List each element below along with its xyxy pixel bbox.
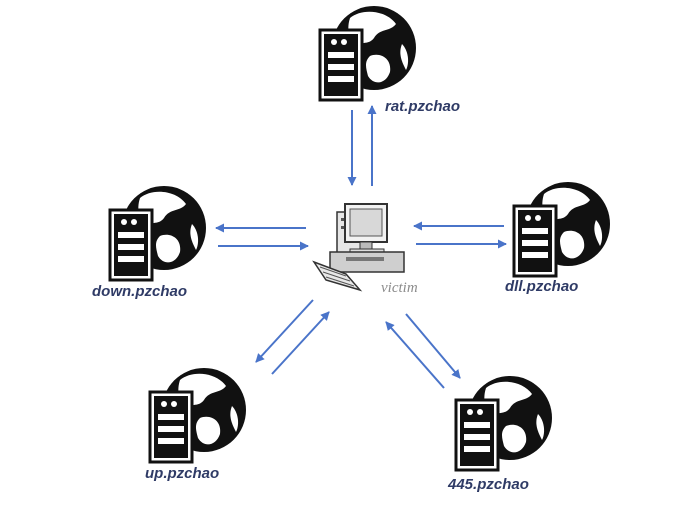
node-label-dll: dll.pzchao (505, 278, 579, 295)
node-label-445: 445.pzchao (448, 476, 529, 493)
arrow-victim-to-445 (405, 313, 461, 379)
server-icon-445 (454, 374, 554, 472)
arrow-445-to-victim (385, 321, 445, 389)
node-label-rat: rat.pzchao (385, 98, 461, 115)
server-icon-rat (318, 4, 418, 102)
arrow-victim-to-up (255, 299, 314, 363)
arrow-up-to-victim (271, 311, 330, 375)
server-icon-down (108, 184, 208, 282)
node-label-up: up.pzchao (145, 465, 220, 482)
victim-label: victim (381, 280, 418, 296)
server-icon-up (148, 366, 248, 464)
computer-icon (312, 203, 405, 292)
node-label-down: down.pzchao (92, 283, 187, 300)
server-icon-dll (512, 180, 612, 278)
